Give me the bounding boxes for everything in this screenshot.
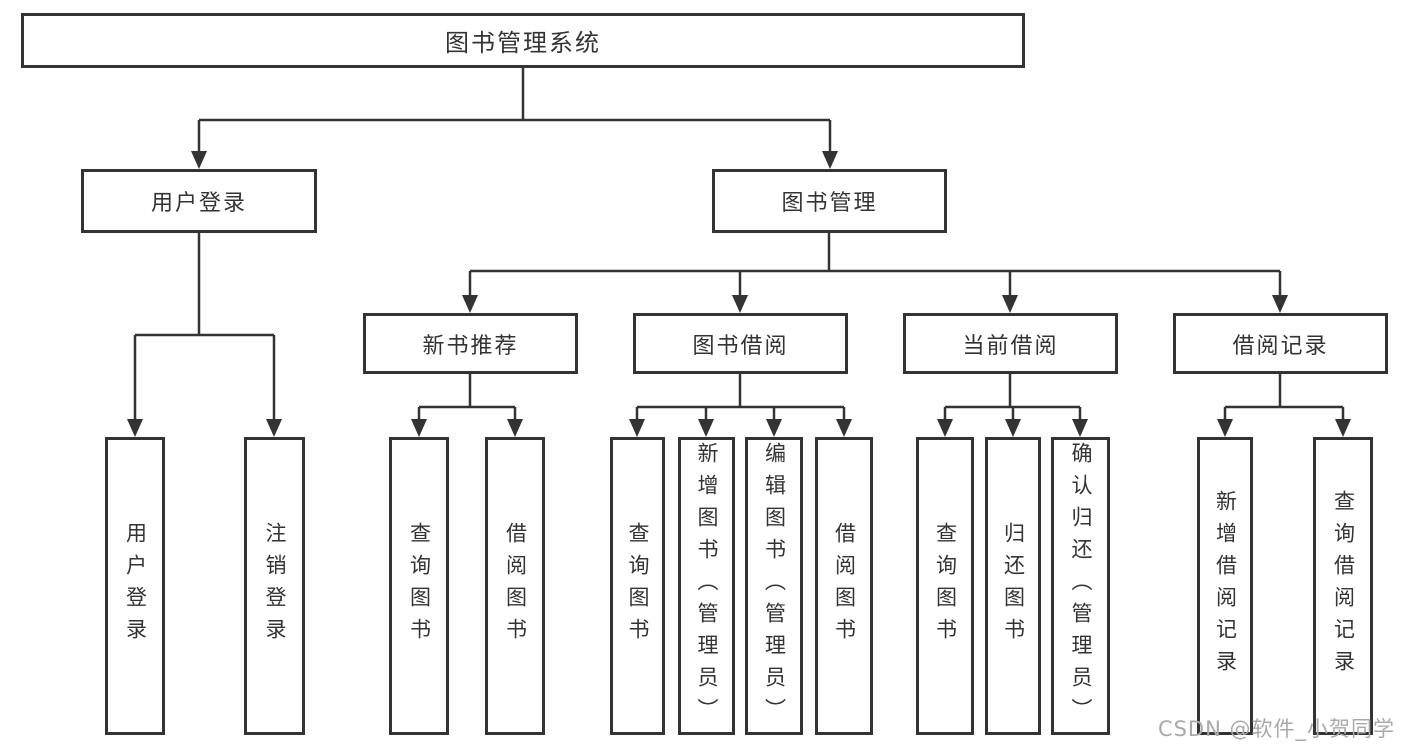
csdn-watermark: CSDN @软件_小贺同学 [1157,717,1395,741]
node-current-borrow: 当前借阅 [903,313,1118,374]
leaf-user-login-label: 用户登录 [123,522,148,650]
node-book-borrow-label: 图书借阅 [692,333,789,359]
leaf-borrow-borrow-book: 借阅图书 [815,437,873,735]
leaf-borrow-query-book: 查询图书 [610,437,665,735]
node-current-borrow-label: 当前借阅 [962,333,1059,359]
edge-root-to-level2 [197,68,832,152]
node-book-management-label: 图书管理 [781,191,878,216]
leaf-borrow-query-book-label: 查询图书 [626,522,650,650]
edge-login-to-children [133,233,276,420]
leaf-user-login: 用户登录 [105,437,165,735]
node-new-book-recommend-label: 新书推荐 [422,333,519,359]
node-borrow-records: 借阅记录 [1173,313,1388,374]
node-user-login-label: 用户登录 [150,191,247,216]
leaf-borrow-borrow-book-label: 借阅图书 [832,522,857,650]
leaf-newrec-borrow-book-label: 借阅图书 [503,522,528,650]
leaf-records-query-record: 查询借阅记录 [1313,437,1373,735]
node-book-borrow: 图书借阅 [633,313,848,374]
leaf-current-query-book: 查询图书 [916,437,974,735]
leaf-current-return-book-label: 归还图书 [1001,522,1026,650]
leaf-current-return-book: 归还图书 [985,437,1041,735]
leaf-logout: 注销登录 [244,437,305,735]
node-user-login: 用户登录 [81,169,317,233]
node-book-management: 图书管理 [712,169,947,233]
node-new-book-recommend: 新书推荐 [363,313,578,374]
leaf-borrow-edit-book-admin-label: 编辑图书（管理员） [762,442,787,730]
leaf-current-confirm-return-admin-label: 确认归还（管理员） [1069,442,1093,730]
edge-newrec-to-children [417,374,517,420]
leaf-borrow-add-book-admin: 新增图书（管理员） [678,437,735,735]
leaf-records-query-record-label: 查询借阅记录 [1331,490,1356,682]
leaf-logout-label: 注销登录 [263,522,287,650]
leaf-newrec-query-book: 查询图书 [389,437,449,735]
node-root: 图书管理系统 [21,13,1025,68]
edge-mgmt-to-level3 [468,233,1282,296]
leaf-current-query-book-label: 查询图书 [933,522,958,650]
arrowheads [127,151,1351,437]
leaf-current-confirm-return-admin: 确认归还（管理员） [1051,437,1110,735]
edge-records-to-children [1223,374,1345,420]
node-root-label: 图书管理系统 [445,29,601,57]
edge-borrow-to-children [635,374,846,420]
leaf-records-add-record-label: 新增借阅记录 [1213,490,1238,682]
leaf-borrow-edit-book-admin: 编辑图书（管理员） [745,437,803,735]
node-borrow-records-label: 借阅记录 [1232,333,1329,359]
leaf-newrec-borrow-book: 借阅图书 [485,437,545,735]
leaf-records-add-record: 新增借阅记录 [1197,437,1253,735]
leaf-borrow-add-book-admin-label: 新增图书（管理员） [695,442,719,730]
edge-current-to-children [943,374,1082,420]
leaf-newrec-query-book-label: 查询图书 [407,522,432,650]
connector-paths [133,68,1345,420]
